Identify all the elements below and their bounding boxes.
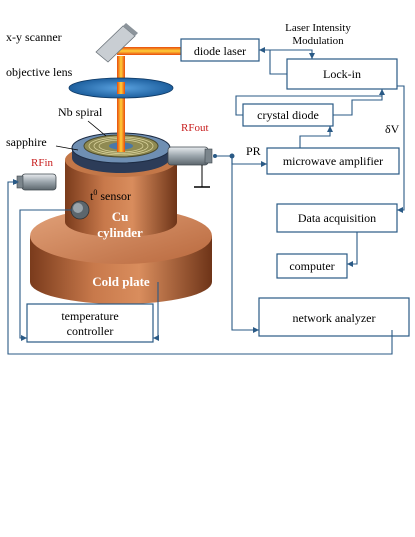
delta-v-label: δV	[385, 122, 400, 136]
nb-spiral-label: Nb spiral	[58, 105, 103, 119]
ground-symbol	[194, 165, 210, 188]
network-analyzer-box: network analyzer	[258, 297, 410, 337]
temperature-controller-label-2: controller	[67, 324, 114, 338]
microwave-amplifier-label: microwave amplifier	[283, 154, 383, 168]
crystal-diode-box: crystal diode	[242, 103, 334, 127]
data-acquisition-label: Data acquisition	[298, 211, 376, 225]
crystal-diode-label: crystal diode	[257, 108, 319, 122]
wiring	[7, 47, 405, 355]
cylinder-label: cylinder	[97, 225, 143, 240]
computer-box: computer	[276, 253, 348, 279]
laser-modulation-label-2: Modulation	[292, 35, 344, 47]
lock-in-label: Lock-in	[323, 67, 361, 81]
laser-beam-vertical	[117, 56, 125, 152]
cold-plate-label: Cold plate	[92, 274, 150, 289]
xy-scanner-label: x-y scanner	[6, 30, 62, 44]
pr-label: PR	[246, 144, 261, 158]
laser-modulation-label-1: Laser Intensity	[285, 22, 351, 34]
diode-laser-box: diode laser	[180, 38, 260, 62]
computer-label: computer	[289, 259, 334, 273]
data-acquisition-box: Data acquisition	[276, 203, 398, 233]
rf-in-label: RFin	[31, 157, 54, 169]
sapphire-label: sapphire	[6, 135, 47, 149]
t0-sensor-label: t0 sensor	[90, 188, 131, 203]
t0-sensor	[70, 200, 90, 220]
objective-lens-label: objective lens	[6, 65, 73, 79]
microwave-amplifier-box: microwave amplifier	[266, 147, 400, 175]
rf-in-connector	[13, 173, 57, 191]
diode-laser-label: diode laser	[194, 44, 246, 58]
objective-lens	[68, 77, 174, 99]
network-analyzer-label: network analyzer	[293, 311, 376, 325]
lock-in-box: Lock-in	[286, 58, 398, 90]
temperature-controller-label-1: temperature	[61, 309, 118, 323]
rf-out-label: RFout	[181, 122, 209, 134]
temperature-controller-box: temperature controller	[26, 303, 154, 343]
rf-out-connector	[167, 146, 217, 166]
cu-label: Cu	[112, 209, 129, 224]
laser-beam-horizontal	[117, 47, 183, 55]
xy-scanner-mirror	[95, 23, 138, 63]
